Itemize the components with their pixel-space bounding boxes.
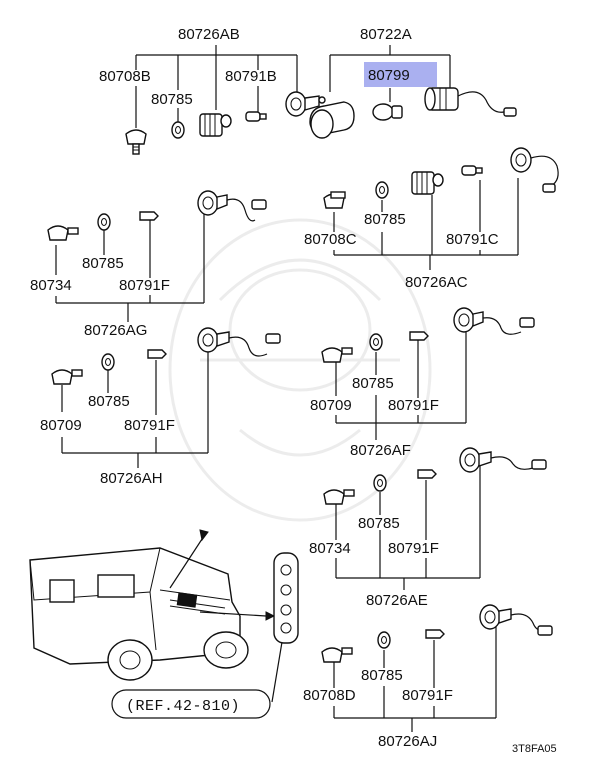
washer-icon (369, 333, 383, 351)
socket-connector-icon (453, 307, 535, 335)
part-label[interactable]: 80785 (151, 91, 193, 108)
part-label[interactable]: 80709 (40, 417, 82, 434)
switch-panel (271, 552, 299, 703)
group-80726ae: 80785 80734 80791F 80726AE (309, 447, 547, 609)
washer-icon (377, 631, 391, 649)
bolt-icon (125, 129, 147, 155)
bolt-icon (321, 347, 353, 363)
assembly-label[interactable]: 80722A (360, 26, 412, 43)
highlight-box (364, 62, 437, 87)
part-label[interactable]: 80791C (446, 231, 499, 248)
clip-icon (425, 629, 445, 639)
part-label[interactable]: 80785 (361, 667, 403, 684)
clip-icon (147, 349, 167, 359)
assembly-label[interactable]: 80726AB (178, 26, 240, 43)
part-label[interactable]: 80791F (388, 397, 439, 414)
assembly-label[interactable]: 80726AF (350, 442, 411, 459)
washer-icon (375, 181, 389, 199)
part-label[interactable]: 80791F (402, 687, 453, 704)
diagram-code: 3T8FA05 (512, 743, 557, 755)
bolt-icon (321, 647, 353, 663)
bulb-icon (372, 103, 403, 121)
part-label[interactable]: 80791F (119, 277, 170, 294)
socket-connector-icon (479, 604, 553, 636)
part-label[interactable]: 80708D (303, 687, 356, 704)
bulb-icon (461, 165, 483, 176)
lens-icon (309, 101, 355, 139)
part-label[interactable]: 80791F (388, 540, 439, 557)
clip-icon (417, 469, 437, 479)
part-label[interactable]: 80734 (30, 277, 72, 294)
lamp-socket-icon (411, 171, 444, 195)
part-label[interactable]: 80708B (99, 68, 151, 85)
bolt-icon (323, 489, 355, 505)
assembly-label[interactable]: 80726AC (405, 274, 468, 291)
part-label[interactable]: 80785 (352, 375, 394, 392)
socket-connector-icon (459, 447, 547, 473)
washer-icon (97, 213, 111, 231)
part-label[interactable]: 80791F (124, 417, 175, 434)
part-label[interactable]: 80734 (309, 540, 351, 557)
socket-connector-icon (510, 147, 559, 193)
group-80726ac: 80785 80708C 80791C 80726AC (304, 147, 559, 291)
washer-icon (373, 474, 387, 492)
part-label[interactable]: 80785 (358, 515, 400, 532)
part-label[interactable]: 80708C (304, 231, 357, 248)
bolt-icon (47, 225, 79, 241)
group-80722a: 80722A 80799 (309, 26, 517, 139)
clip-icon (139, 211, 159, 221)
assembly-label[interactable]: 80726AJ (378, 733, 437, 750)
bulb-icon (245, 111, 267, 122)
washer-icon (171, 121, 185, 139)
socket-connector-icon (197, 327, 281, 357)
washer-icon (101, 353, 115, 371)
group-80726ab: 80726AB 80708B 80785 80791B (99, 26, 326, 155)
part-label[interactable]: 80785 (82, 255, 124, 272)
socket-cord-icon (424, 87, 517, 117)
vehicle-illustration (29, 529, 276, 681)
group-80726ah: 80785 80709 80791F 80726AH (40, 327, 281, 487)
part-label[interactable]: 80709 (310, 397, 352, 414)
assembly-label[interactable]: 80726AG (84, 322, 147, 339)
part-label[interactable]: 80785 (364, 211, 406, 228)
assembly-label[interactable]: 80726AE (366, 592, 428, 609)
group-80726af: 80785 80709 80791F 80726AF (310, 307, 535, 459)
reference-label[interactable]: (REF.42-810) (126, 698, 240, 715)
reference-box: (REF.42-810) (111, 689, 271, 719)
socket-connector-icon (197, 190, 267, 222)
clip-icon (409, 331, 429, 341)
socket-connector-icon (285, 91, 326, 117)
assembly-label[interactable]: 80726AH (100, 470, 163, 487)
bolt-icon (51, 369, 83, 385)
part-label-highlighted[interactable]: 80799 (368, 67, 410, 84)
part-label[interactable]: 80791B (225, 68, 277, 85)
group-80726ag: 80785 80734 80791F 80726AG (30, 190, 267, 339)
bolt-icon (323, 191, 346, 209)
group-80726aj: 80785 80708D 80791F 80726AJ (303, 604, 553, 750)
lamp-socket-icon (199, 113, 232, 137)
watermark-emblem (168, 218, 432, 522)
part-label[interactable]: 80785 (88, 393, 130, 410)
